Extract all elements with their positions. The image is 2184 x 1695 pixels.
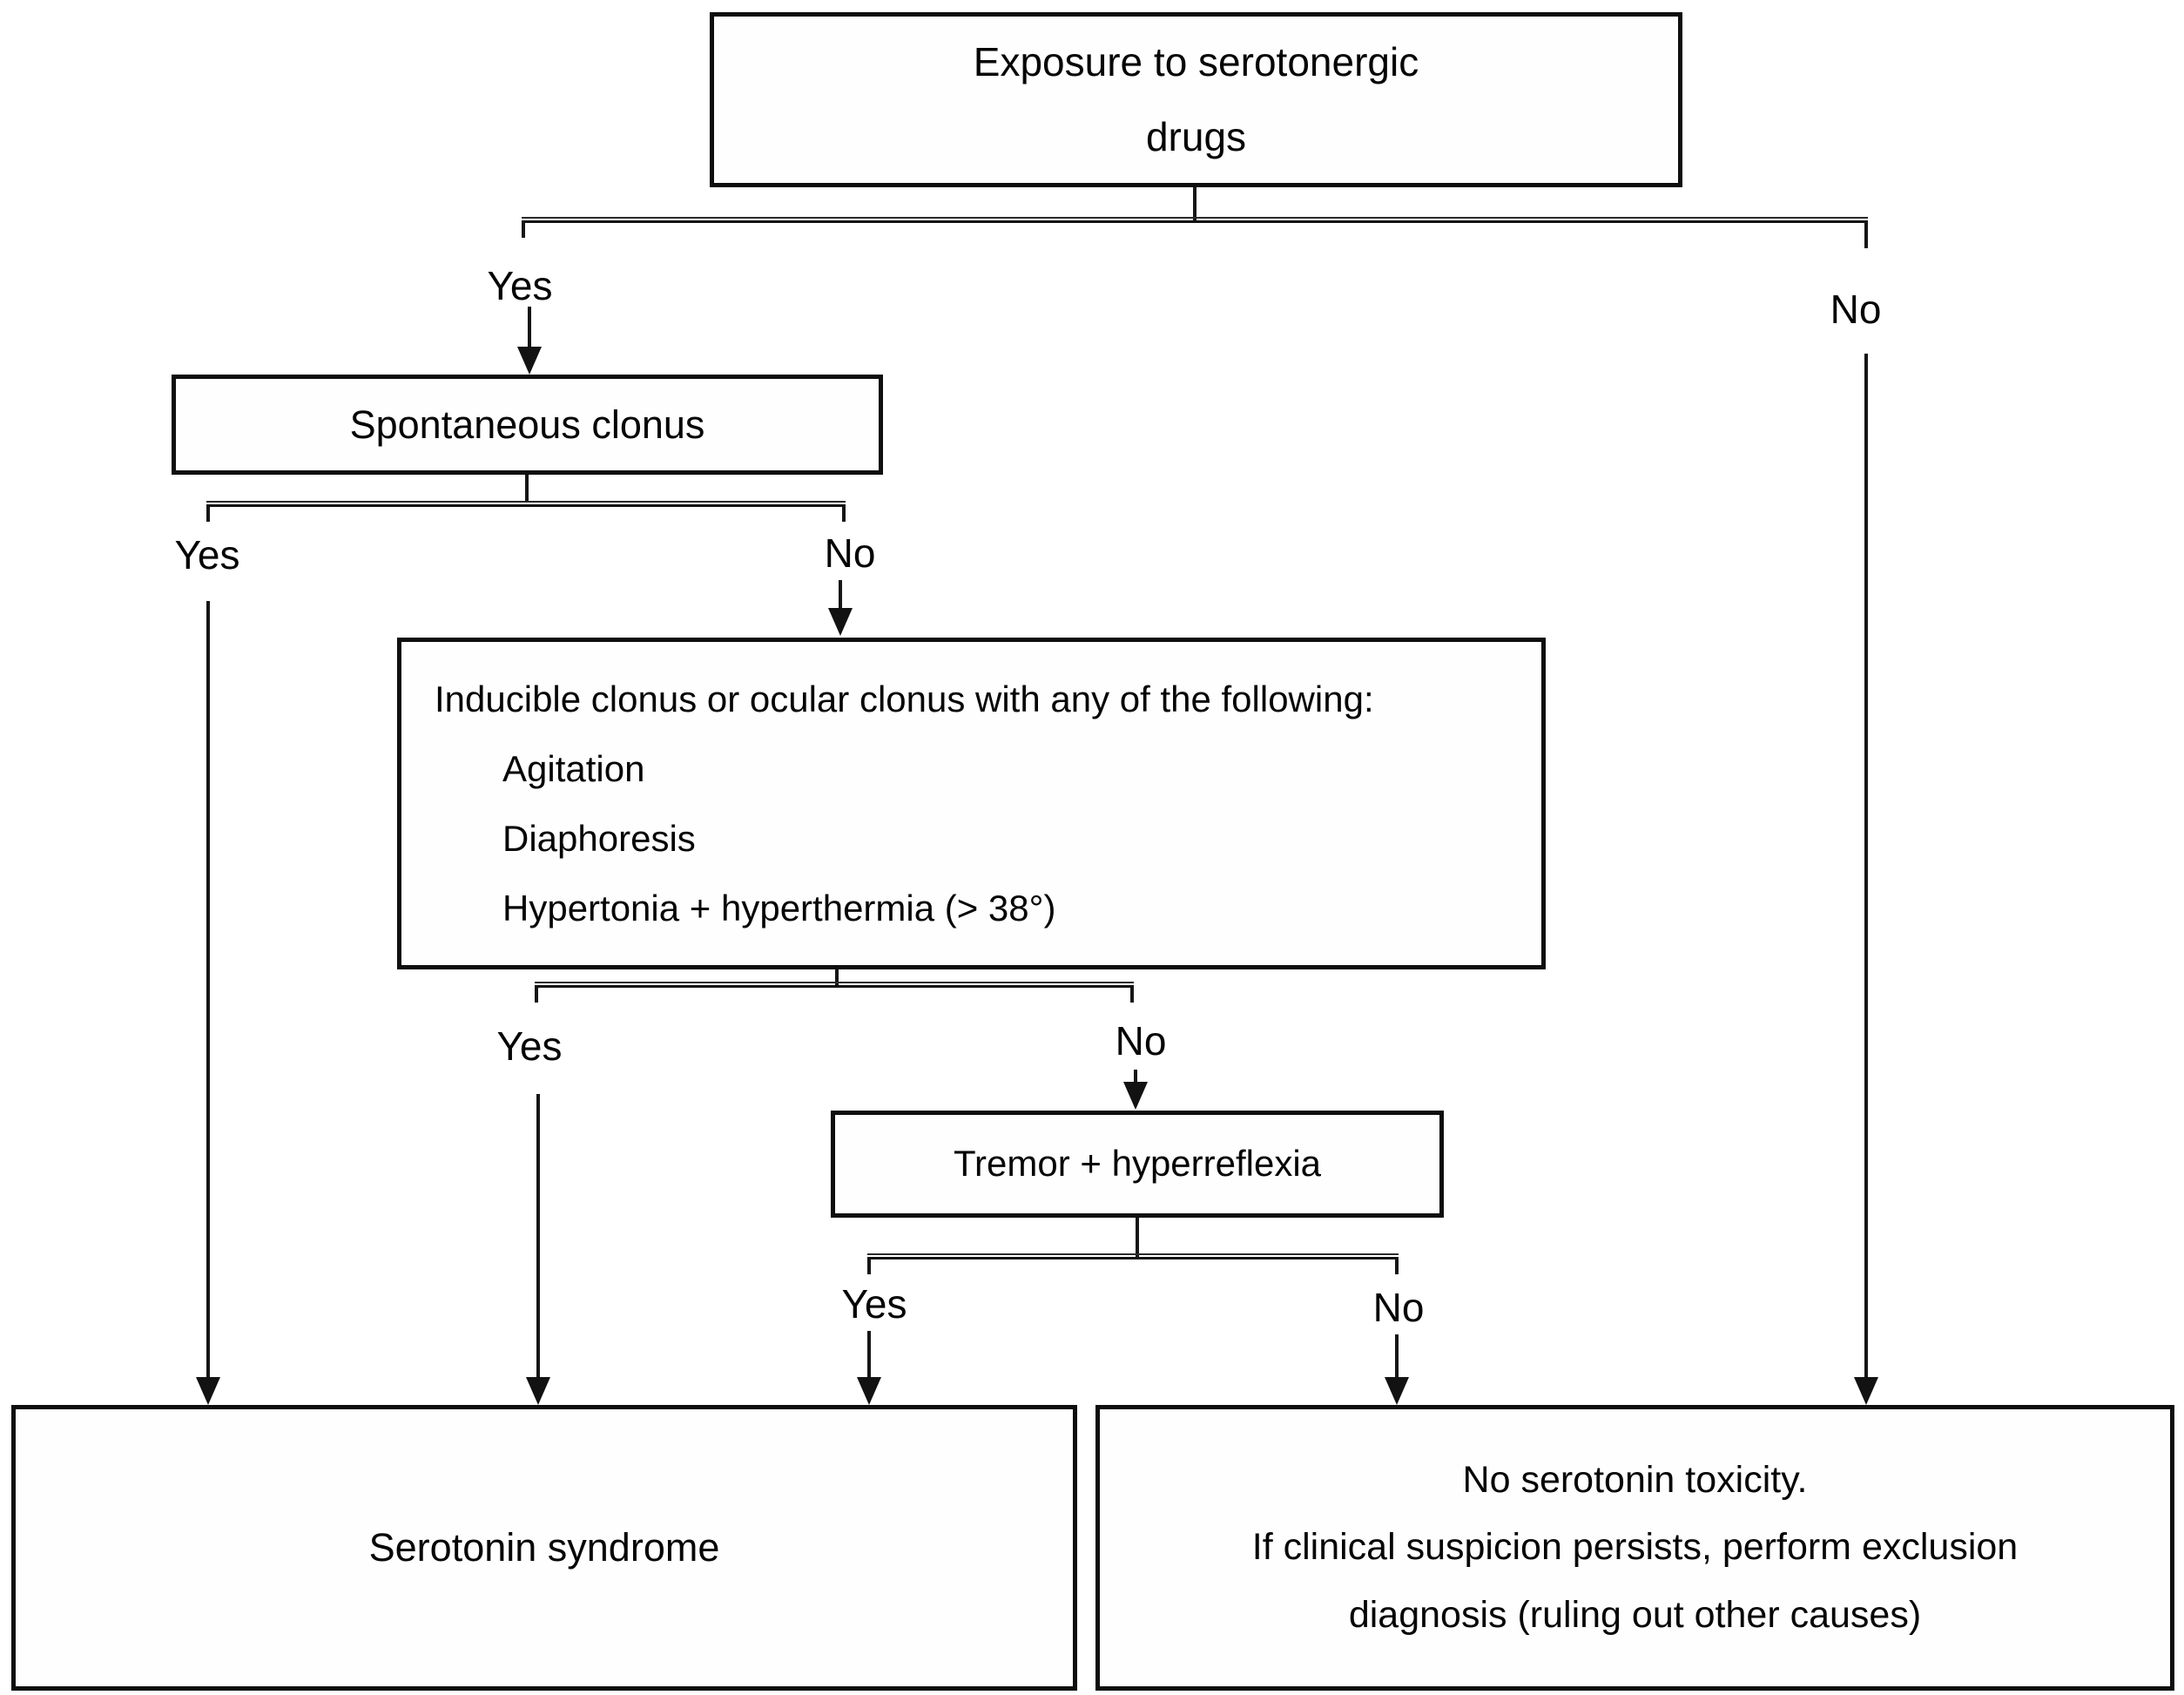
branch2-right-tick — [842, 506, 846, 522]
branch2-left-tick — [206, 506, 210, 522]
tremor-box: Tremor + hyperreflexia — [831, 1111, 1444, 1218]
down-arrowhead-icon — [196, 1377, 220, 1405]
inducible-clonus-item-3: Hypertonia + hyperthermia (> 38°) — [502, 887, 1056, 929]
inducible-clonus-item-2: Diaphoresis — [502, 817, 696, 859]
arrow-yes4-stem — [867, 1331, 871, 1381]
branch3-left-tick — [535, 987, 538, 1003]
arrow-no3-stem — [1134, 1070, 1137, 1085]
down-arrowhead-icon — [526, 1377, 550, 1405]
label-yes-3: Yes — [496, 1023, 563, 1069]
spontaneous-clonus-box: Spontaneous clonus — [172, 375, 883, 475]
edge-tremor-down — [1136, 1218, 1139, 1257]
serotonin-syndrome-text: Serotonin syndrome — [368, 1525, 720, 1570]
label-no-1: No — [1830, 287, 1882, 332]
inducible-clonus-box: Inducible clonus or ocular clonus with a… — [397, 638, 1546, 969]
down-arrowhead-icon — [517, 347, 542, 375]
edge-spontaneous-down — [525, 475, 529, 503]
arrow-no4-stem — [1395, 1334, 1399, 1381]
label-yes-2: Yes — [174, 532, 240, 577]
down-arrowhead-icon — [1123, 1082, 1148, 1110]
down-arrowhead-icon — [1854, 1377, 1878, 1405]
edge-yes3-line — [536, 1094, 540, 1381]
exposure-text-line1: Exposure to serotonergic — [973, 39, 1419, 85]
no-toxicity-line2: If clinical suspicion persists, perform … — [1251, 1526, 2019, 1569]
label-yes-1: Yes — [487, 263, 553, 308]
inducible-clonus-item-1: Agitation — [502, 747, 645, 789]
serotonin-syndrome-box: Serotonin syndrome — [11, 1405, 1077, 1691]
edge-inducible-down — [835, 969, 839, 985]
down-arrowhead-icon — [857, 1377, 881, 1405]
branch-line-4 — [867, 1253, 1399, 1259]
edge-no1-line — [1864, 354, 1868, 1381]
spontaneous-clonus-text: Spontaneous clonus — [349, 402, 705, 447]
label-yes-4: Yes — [841, 1281, 907, 1327]
label-no-4: No — [1372, 1285, 1425, 1330]
label-no-3: No — [1115, 1018, 1167, 1064]
label-no-2: No — [824, 530, 876, 576]
exposure-box: Exposure to serotonergic drugs — [710, 12, 1682, 187]
down-arrowhead-icon — [1385, 1377, 1409, 1405]
no-toxicity-line3: diagnosis (ruling out other causes) — [1348, 1593, 1922, 1636]
branch-line-3 — [535, 982, 1134, 988]
no-toxicity-line1: No serotonin toxicity. — [1462, 1458, 1808, 1501]
branch3-right-tick — [1130, 987, 1134, 1003]
arrow-no2-stem — [839, 580, 842, 611]
branch4-right-tick — [1395, 1259, 1399, 1274]
no-toxicity-box: No serotonin toxicity. If clinical suspi… — [1095, 1405, 2174, 1691]
branch1-left-tick — [522, 222, 525, 238]
branch-line-1 — [522, 217, 1868, 223]
branch4-left-tick — [867, 1259, 871, 1274]
arrow-yes1-stem — [528, 307, 531, 350]
down-arrowhead-icon — [828, 608, 853, 636]
inducible-clonus-title: Inducible clonus or ocular clonus with a… — [435, 678, 1374, 719]
tremor-text: Tremor + hyperreflexia — [953, 1143, 1322, 1185]
exposure-text-line2: drugs — [1145, 113, 1247, 159]
branch-line-2 — [206, 501, 846, 507]
edge-exposure-down — [1193, 187, 1196, 220]
edge-yes2-line — [206, 601, 210, 1381]
branch1-right-tick — [1864, 222, 1868, 248]
